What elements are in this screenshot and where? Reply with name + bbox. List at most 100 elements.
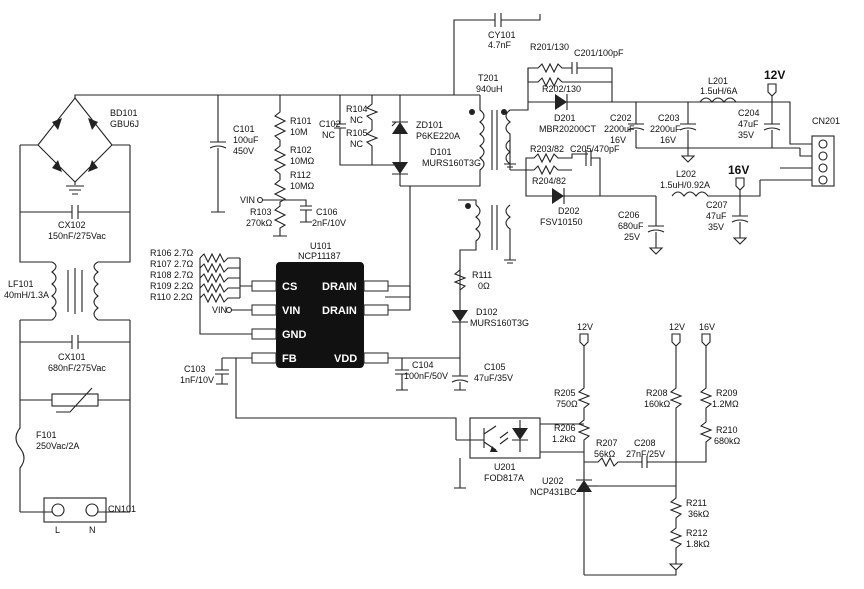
d202-ref: D202	[558, 206, 580, 216]
c202-ref: C202	[610, 113, 632, 123]
d202-diode	[552, 188, 564, 204]
r212-value: 1.8kΩ	[686, 539, 710, 549]
vin-connector-1	[256, 196, 264, 204]
c106-value: 2nF/10V	[312, 218, 346, 228]
r102-value: 10MΩ	[290, 156, 315, 166]
c204-voltage: 35V	[738, 130, 754, 140]
l201-value: 1.5uH/6A	[700, 86, 738, 96]
out-12v-label: 12V	[764, 68, 785, 82]
d101-ref: D101	[430, 147, 452, 157]
d201-diode	[555, 94, 567, 110]
cn101-connector	[19, 492, 131, 523]
out-16v-label: 16V	[728, 163, 749, 177]
c103-capacitor	[215, 357, 457, 440]
c105-ref: C105	[484, 362, 506, 372]
vin-label-1: VIN	[240, 195, 255, 205]
c203-voltage: 16V	[660, 135, 676, 145]
cn101-pin-n: N	[89, 525, 96, 535]
c208-ref: C208	[634, 438, 656, 448]
cx101-value: 680nF/275Vac	[48, 363, 106, 373]
r107-ref: R107 2.7Ω	[150, 259, 194, 269]
l202-value: 1.5uH/0.92A	[660, 180, 710, 190]
cn201-connector	[760, 101, 835, 187]
r101-r112-divider	[273, 95, 287, 237]
lf101-ref: LF101	[8, 279, 34, 289]
r202-ref: R202/130	[542, 84, 581, 94]
varistor	[51, 393, 99, 407]
r210-value: 680kΩ	[714, 436, 741, 446]
c101-ref: C101	[233, 124, 255, 134]
u101-pin-gnd: GND	[282, 329, 307, 341]
l201-ref: L201	[708, 76, 728, 86]
r109-ref: R109 2.2Ω	[150, 281, 194, 291]
t201-value: 940uH	[476, 84, 503, 94]
lf101-winding-b	[93, 261, 99, 321]
cx102-ref: CX102	[58, 220, 86, 230]
feedback-section: U201 FOD817A 12V R205 750Ω R206 1.2kΩ R2…	[454, 322, 741, 576]
f101-fuse	[15, 400, 131, 492]
r103-ref: R103	[250, 207, 272, 217]
input-section: BD101 GBU6J CX102 150nF/275Vac LF101 40m…	[4, 94, 218, 535]
c102-ref: C102	[319, 119, 341, 129]
c102-value: NC	[322, 130, 335, 140]
c205-ref: C205/470pF	[570, 144, 620, 154]
out-12v-port	[767, 83, 777, 102]
u101-pin-drain-1: DRAIN	[322, 281, 357, 293]
f101-ref: F101	[36, 430, 57, 440]
c208-value: 27nF/25V	[626, 449, 665, 459]
c202-value: 2200uF	[604, 124, 635, 134]
zd101-value: P6KE220A	[416, 131, 460, 141]
c207-capacitor	[731, 180, 761, 245]
cn201-ref: CN201	[812, 116, 840, 126]
cx102-capacitor	[19, 200, 131, 219]
cn101-pin-l: L	[55, 525, 60, 535]
u201-optocoupler	[469, 417, 541, 459]
r101-value: 10M	[290, 127, 308, 137]
c104-capacitor	[395, 358, 409, 391]
u101-ref: U101	[310, 241, 332, 251]
u202-ref: U202	[542, 476, 564, 486]
c203-value: 2200uF	[650, 124, 681, 134]
r105-value: NC	[350, 139, 363, 149]
d102-diode	[452, 310, 468, 322]
c204-value: 47uF	[738, 119, 759, 129]
r203-ref: R203/82	[530, 144, 564, 154]
c203-ref: C203	[658, 113, 680, 123]
c105-value: 47uF/35V	[474, 373, 513, 383]
rail-12v-a: 12V	[577, 322, 593, 332]
r207-value: 56kΩ	[594, 449, 616, 459]
c202-capacitor	[627, 102, 645, 148]
cx102-value: 150nF/275Vac	[48, 231, 106, 241]
c207-value: 47uF	[706, 211, 727, 221]
bd101-value: GBU6J	[110, 119, 139, 129]
u202-value: NCP431BC	[530, 487, 577, 497]
r103-value: 270kΩ	[246, 218, 273, 228]
l202-ref: L202	[676, 169, 696, 179]
rail-12v-b: 12V	[669, 322, 685, 332]
cx101-capacitor	[19, 320, 131, 349]
c207-ref: C207	[706, 200, 728, 210]
d201-value: MBR20200CT	[539, 124, 597, 134]
r205-value: 750Ω	[556, 399, 578, 409]
c206-ref: C206	[618, 210, 640, 220]
r104-value: NC	[350, 115, 363, 125]
c103-value: 1nF/10V	[180, 375, 214, 385]
r211-ref: R211	[686, 498, 707, 508]
r112-value: 10MΩ	[290, 181, 315, 191]
c101-voltage: 450V	[233, 146, 254, 156]
out-16v-port	[735, 177, 745, 196]
cn101-ref: CN101	[108, 504, 136, 514]
transformer-t201	[410, 95, 516, 270]
r205-ref: R205	[554, 388, 576, 398]
rail-16v-b: 16V	[699, 322, 715, 332]
t201-ref: T201	[478, 73, 499, 83]
zd101-ref: ZD101	[416, 120, 443, 130]
output-12v-section: R201/130 C201/100pF R202/130 D201 MBR202…	[510, 42, 840, 187]
r102-ref: R102	[290, 145, 312, 155]
r206-value: 1.2kΩ	[552, 434, 576, 444]
lf101-value: 40mH/1.3A	[4, 290, 49, 300]
r211-value: 36kΩ	[688, 509, 710, 519]
c204-ref: C204	[738, 108, 760, 118]
u101-value: NCP11187	[298, 251, 341, 261]
